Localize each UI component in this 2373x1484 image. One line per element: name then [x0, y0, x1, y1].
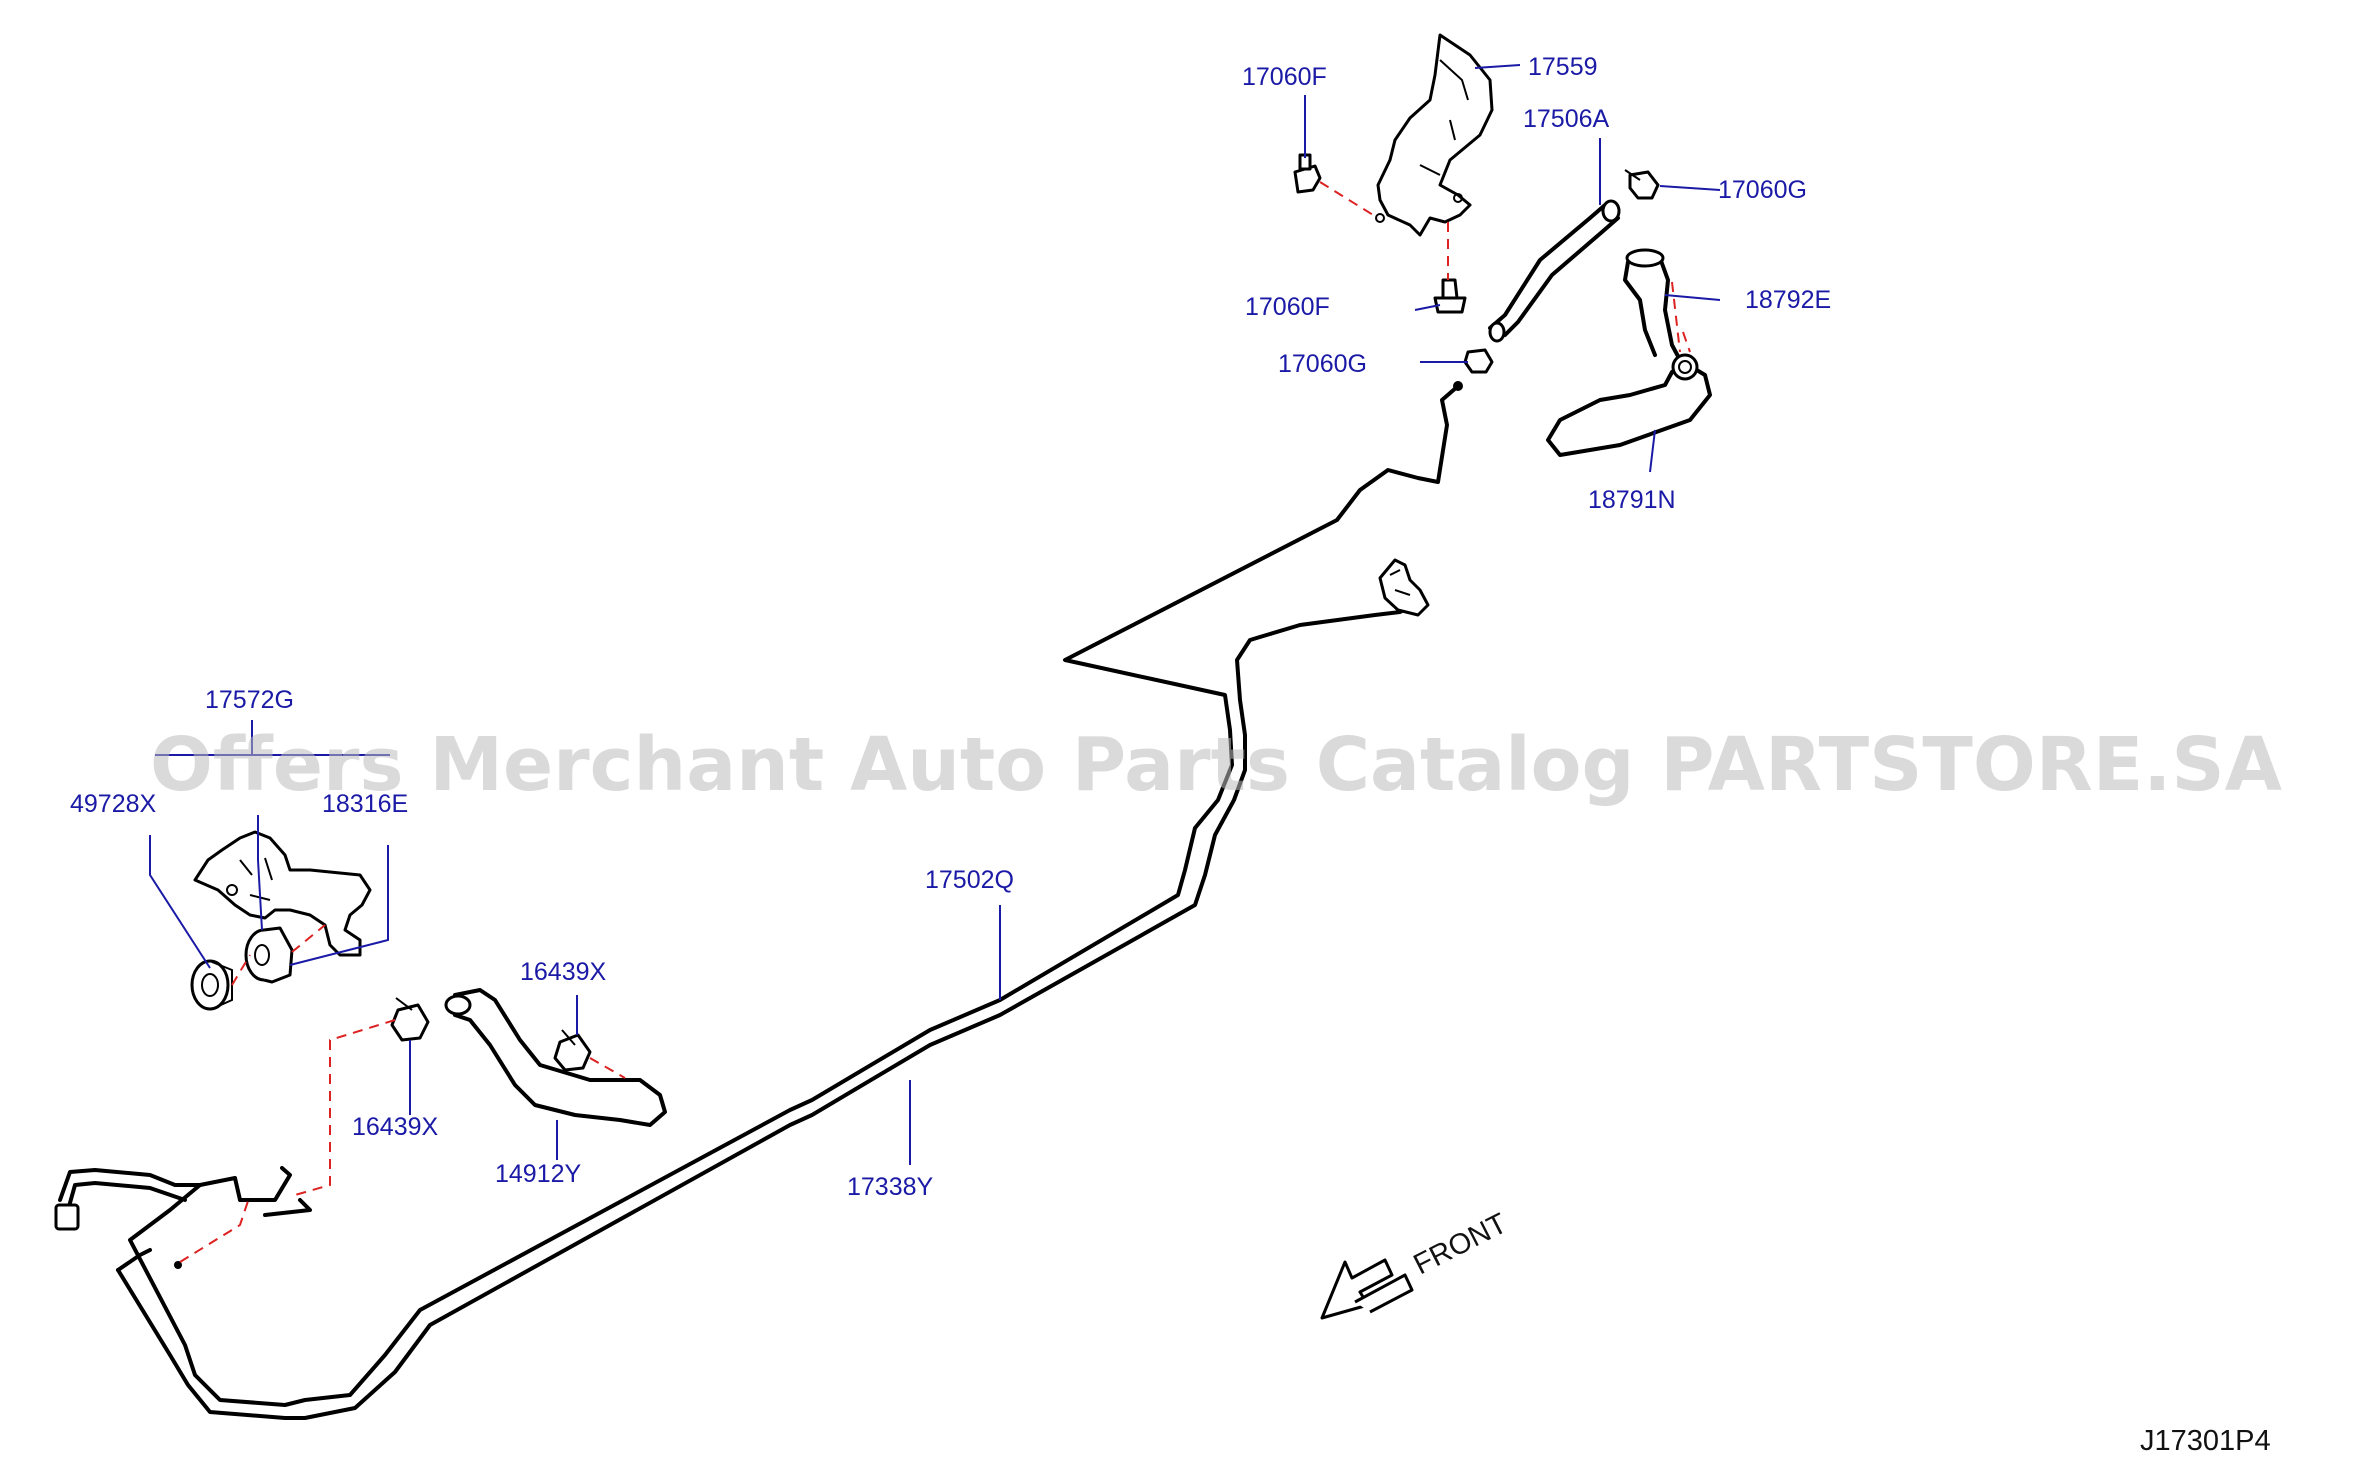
part-labels: 17060F 17559 17506A 17060G 18792E 17060F… [70, 53, 1831, 1201]
left-line-end[interactable] [54, 1166, 312, 1269]
clamp-17060G-right[interactable] [1624, 169, 1660, 200]
label-17559[interactable]: 17559 [1528, 53, 1598, 81]
hose-18791N[interactable] [1546, 353, 1712, 457]
label-18316E[interactable]: 18316E [322, 790, 408, 818]
clip-17060F-mid[interactable] [1433, 278, 1467, 314]
grommet-49728X[interactable] [190, 959, 233, 1011]
label-17338Y[interactable]: 17338Y [847, 1173, 934, 1201]
line-end-top [1453, 381, 1463, 391]
label-17060G-mid[interactable]: 17060G [1278, 350, 1367, 378]
main-tube-17502Q[interactable] [128, 385, 1459, 1407]
watermark-text: Offers Merchant Auto Parts Catalog PARTS… [150, 722, 2282, 808]
label-17060F-mid[interactable]: 17060F [1245, 293, 1330, 321]
clamp-16439X-top[interactable] [553, 1029, 592, 1072]
drawing-code: J17301P4 [2140, 1425, 2271, 1457]
label-17506A[interactable]: 17506A [1523, 105, 1610, 133]
front-label: FRONT [1409, 1207, 1513, 1281]
clamp-17060G-mid[interactable] [1463, 348, 1494, 374]
label-17572G[interactable]: 17572G [205, 686, 294, 714]
clip-17060F-top[interactable] [1293, 153, 1322, 194]
tube-18792E[interactable] [1623, 248, 1682, 362]
hose-14912Y[interactable] [444, 988, 667, 1127]
label-14912Y[interactable]: 14912Y [495, 1160, 582, 1188]
label-16439X-top[interactable]: 16439X [520, 958, 607, 986]
front-direction-arrow: FRONT [1320, 1207, 1513, 1320]
hose-17506A[interactable] [1488, 199, 1621, 343]
label-17502Q[interactable]: 17502Q [925, 866, 1014, 894]
label-49728X[interactable]: 49728X [70, 790, 157, 818]
label-17060F-top[interactable]: 17060F [1242, 63, 1327, 91]
dashed-links [179, 181, 1691, 1263]
label-17060G-right[interactable]: 17060G [1718, 176, 1807, 204]
main-tube-17338Y[interactable] [116, 600, 1422, 1420]
clamp-16439X-bottom[interactable] [390, 997, 430, 1042]
label-18792E[interactable]: 18792E [1745, 286, 1831, 314]
label-16439X-bottom[interactable]: 16439X [352, 1113, 439, 1141]
leader-lines [149, 64, 1721, 1165]
bracket-17559[interactable] [1375, 33, 1494, 237]
label-18791N[interactable]: 18791N [1588, 486, 1676, 514]
quick-connector-top[interactable] [1378, 558, 1430, 617]
bushing-17572G[interactable] [244, 926, 294, 984]
